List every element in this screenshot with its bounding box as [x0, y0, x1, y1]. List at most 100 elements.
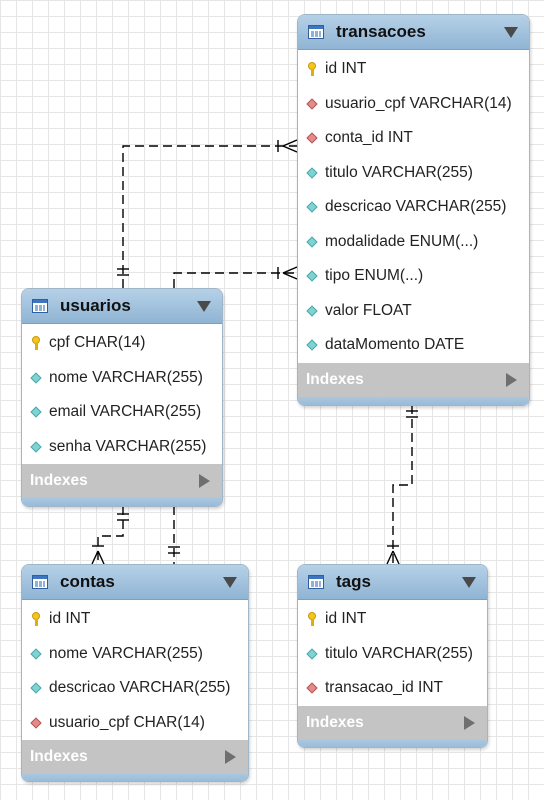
entity-title: transacoes [336, 22, 426, 41]
column-label: id INT [325, 610, 367, 628]
entity-transacoes[interactable]: transacoes id INT usuario_cpf VARCHAR(14… [297, 14, 530, 406]
indexes-section[interactable]: Indexes [298, 362, 529, 397]
relationship-usuarios-transacoes-2 [173, 266, 298, 288]
foreign-key-diamond-icon [305, 681, 319, 695]
column-row[interactable]: titulo VARCHAR(255) [298, 637, 487, 672]
column-row[interactable]: id INT [22, 602, 248, 637]
relationship-usuarios-contas-2 [168, 506, 180, 564]
table-icon [32, 299, 48, 313]
column-row[interactable]: modalidade ENUM(...) [298, 225, 529, 260]
column-diamond-icon [305, 338, 319, 352]
column-label: tipo ENUM(...) [325, 267, 424, 285]
column-diamond-icon [29, 681, 43, 695]
indexes-label: Indexes [30, 472, 88, 489]
column-label: descricao VARCHAR(255) [325, 198, 507, 216]
column-label: id INT [325, 60, 367, 78]
entity-contas[interactable]: contas id INT nome VARCHAR(255) descrica… [21, 564, 249, 782]
column-row[interactable]: id INT [298, 52, 529, 87]
column-label: modalidade ENUM(...) [325, 232, 479, 250]
column-label: usuario_cpf VARCHAR(14) [325, 94, 512, 112]
primary-key-icon [305, 612, 319, 627]
column-label: email VARCHAR(255) [49, 403, 202, 421]
column-list: id INT nome VARCHAR(255) descricao VARCH… [22, 600, 248, 740]
indexes-section[interactable]: Indexes [22, 740, 248, 774]
table-icon [308, 575, 324, 589]
expand-arrow-icon[interactable] [464, 715, 475, 730]
column-row[interactable]: valor FLOAT [298, 294, 529, 329]
entity-header[interactable]: transacoes [298, 15, 529, 50]
column-row[interactable]: conta_id INT [298, 121, 529, 156]
entity-title: usuarios [60, 296, 131, 315]
column-row[interactable]: usuario_cpf CHAR(14) [22, 706, 248, 741]
column-label: senha VARCHAR(255) [49, 437, 207, 455]
entity-header[interactable]: contas [22, 565, 248, 600]
relationship-usuarios-transacoes-1 [117, 139, 298, 288]
entity-tags[interactable]: tags id INT titulo VARCHAR(255) transaca… [297, 564, 488, 748]
table-icon [308, 25, 324, 39]
column-row[interactable]: descricao VARCHAR(255) [298, 190, 529, 225]
column-row[interactable]: tipo ENUM(...) [298, 259, 529, 294]
column-diamond-icon [305, 200, 319, 214]
column-label: cpf CHAR(14) [49, 334, 146, 352]
entity-footer [22, 774, 248, 781]
foreign-key-diamond-icon [305, 131, 319, 145]
column-label: valor FLOAT [325, 301, 412, 319]
column-label: titulo VARCHAR(255) [325, 163, 473, 181]
column-diamond-icon [305, 269, 319, 283]
table-icon [32, 575, 48, 589]
column-row[interactable]: nome VARCHAR(255) [22, 361, 222, 396]
collapse-arrow-icon[interactable] [223, 576, 237, 588]
indexes-label: Indexes [306, 370, 364, 388]
column-label: titulo VARCHAR(255) [325, 644, 473, 662]
column-diamond-icon [29, 647, 43, 661]
primary-key-icon [305, 62, 319, 77]
entity-header[interactable]: usuarios [22, 289, 222, 324]
column-row[interactable]: email VARCHAR(255) [22, 395, 222, 430]
column-row[interactable]: usuario_cpf VARCHAR(14) [298, 87, 529, 122]
entity-footer [298, 739, 487, 747]
primary-key-icon [29, 612, 43, 627]
foreign-key-diamond-icon [29, 716, 43, 730]
column-row[interactable]: dataMomento DATE [298, 328, 529, 363]
expand-arrow-icon[interactable] [225, 750, 236, 764]
indexes-label: Indexes [30, 748, 88, 765]
column-label: descricao VARCHAR(255) [49, 679, 231, 697]
column-row[interactable]: cpf CHAR(14) [22, 326, 222, 361]
column-label: nome VARCHAR(255) [49, 644, 203, 662]
collapse-arrow-icon[interactable] [462, 576, 476, 588]
column-list: cpf CHAR(14) nome VARCHAR(255) email VAR… [22, 324, 222, 464]
entity-title: contas [60, 572, 115, 591]
collapse-arrow-icon[interactable] [197, 300, 211, 312]
column-diamond-icon [305, 647, 319, 661]
relationship-usuarios-contas-1 [91, 506, 129, 565]
entity-usuarios[interactable]: usuarios cpf CHAR(14) nome VARCHAR(255) … [21, 288, 223, 507]
entity-title: tags [336, 572, 371, 591]
column-list: id INT usuario_cpf VARCHAR(14) conta_id … [298, 50, 529, 363]
column-row[interactable]: nome VARCHAR(255) [22, 637, 248, 672]
expand-arrow-icon[interactable] [506, 372, 517, 387]
column-label: usuario_cpf CHAR(14) [49, 713, 205, 731]
column-row[interactable]: senha VARCHAR(255) [22, 430, 222, 465]
indexes-section[interactable]: Indexes [298, 705, 487, 740]
primary-key-icon [29, 336, 43, 351]
foreign-key-diamond-icon [305, 97, 319, 111]
column-diamond-icon [29, 440, 43, 454]
expand-arrow-icon[interactable] [199, 474, 210, 488]
column-diamond-icon [29, 371, 43, 385]
column-label: conta_id INT [325, 129, 413, 147]
column-label: nome VARCHAR(255) [49, 368, 203, 386]
column-list: id INT titulo VARCHAR(255) transacao_id … [298, 600, 487, 706]
column-diamond-icon [29, 405, 43, 419]
column-row[interactable]: id INT [298, 602, 487, 637]
entity-footer [22, 498, 222, 506]
entity-header[interactable]: tags [298, 565, 487, 600]
column-label: id INT [49, 610, 91, 628]
column-label: dataMomento DATE [325, 336, 465, 354]
column-row[interactable]: titulo VARCHAR(255) [298, 156, 529, 191]
collapse-arrow-icon[interactable] [504, 26, 518, 38]
column-row[interactable]: transacao_id INT [298, 671, 487, 706]
column-label: transacao_id INT [325, 679, 444, 697]
column-row[interactable]: descricao VARCHAR(255) [22, 671, 248, 706]
relationship-transacoes-tags [386, 405, 418, 565]
indexes-section[interactable]: Indexes [22, 464, 222, 498]
